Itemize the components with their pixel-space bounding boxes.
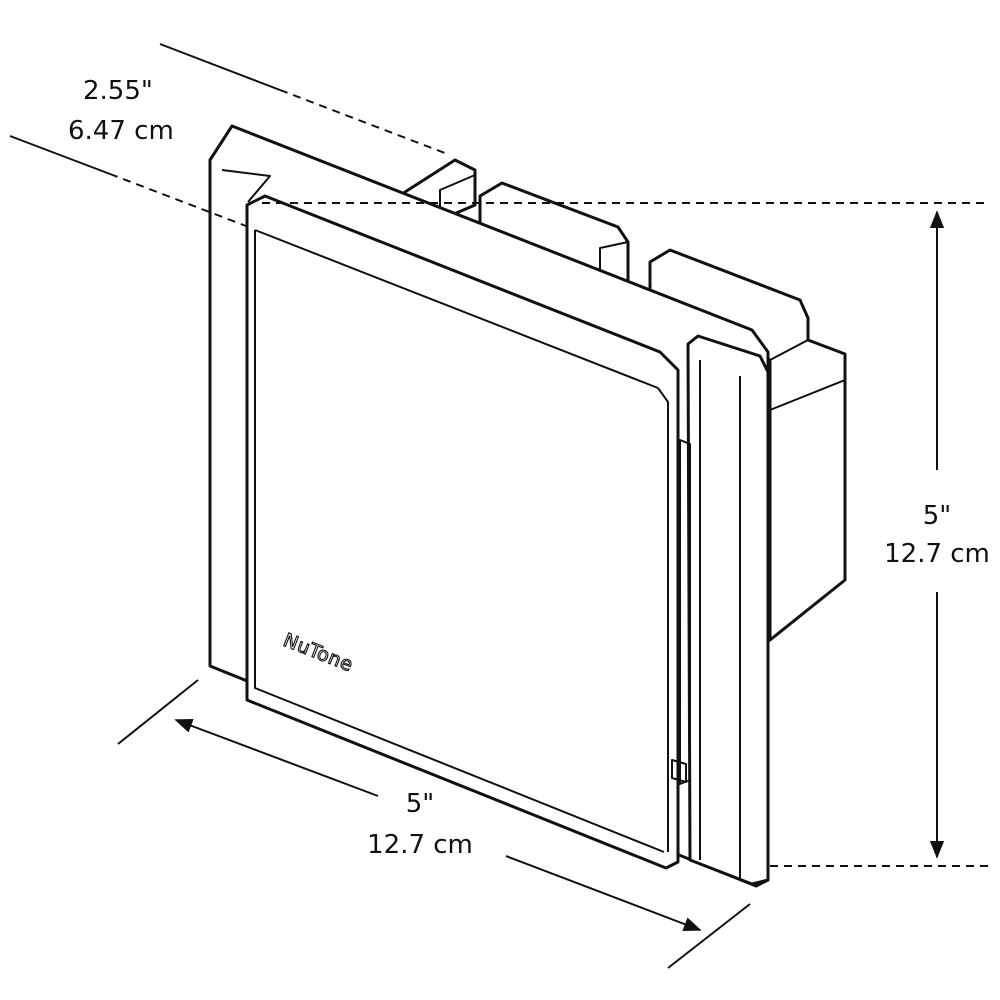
height-metric-label: 12.7 cm: [884, 539, 990, 569]
width-imperial-label: 5": [406, 789, 435, 819]
rail-slot: [679, 439, 691, 785]
depth-metric-label: 6.47 cm: [68, 116, 174, 146]
front-grille: [208, 124, 770, 888]
height-dimension: 5" 12.7 cm: [262, 202, 990, 867]
front-panel: [245, 194, 680, 870]
width-metric-label: 12.7 cm: [367, 830, 473, 860]
depth-imperial-label: 2.55": [83, 76, 153, 106]
height-imperial-label: 5": [923, 501, 952, 531]
depth-dimension: 2.55" 6.47 cm: [9, 43, 451, 227]
side-rail: [686, 334, 770, 886]
width-dimension: 5" 12.7 cm: [117, 679, 751, 969]
